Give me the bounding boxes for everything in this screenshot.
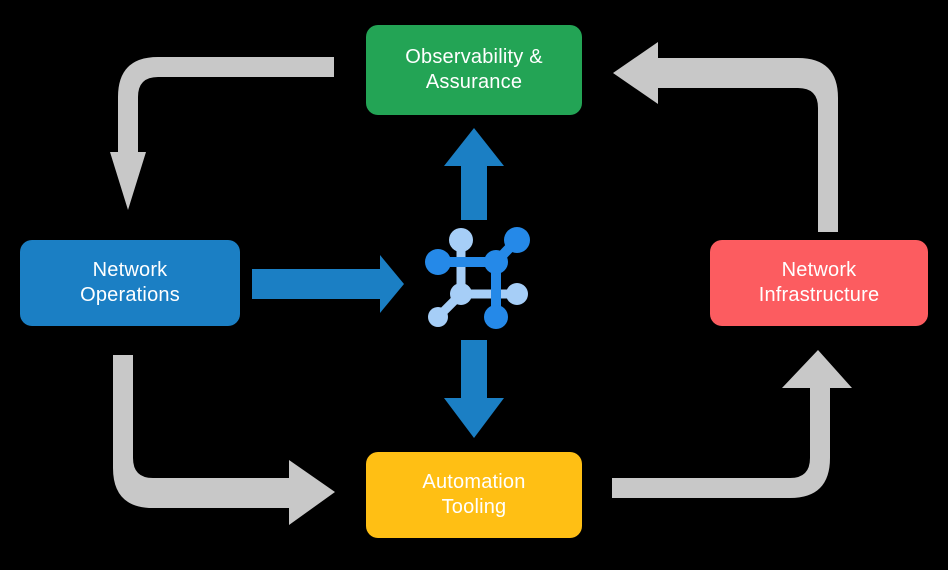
arrow-automation-tooling-to-network-infrastructure bbox=[612, 350, 852, 498]
node-network-infrastructure[interactable]: Network Infrastructure bbox=[710, 240, 928, 326]
arrow-center-to-observability bbox=[444, 128, 504, 220]
node-automation-tooling-label: Automation Tooling bbox=[422, 471, 526, 518]
network-topology-icon bbox=[425, 227, 530, 329]
node-automation-tooling[interactable]: Automation Tooling bbox=[366, 452, 582, 538]
node-observability-assurance-label: Observability & Assurance bbox=[405, 46, 543, 93]
node-network-operations[interactable]: Network Operations bbox=[20, 240, 240, 326]
node-observability-assurance[interactable]: Observability & Assurance bbox=[366, 25, 582, 115]
node-network-operations-label: Network Operations bbox=[80, 259, 180, 306]
arrow-network-operations-to-center bbox=[252, 255, 404, 313]
arrow-center-to-automation-tooling bbox=[444, 340, 504, 438]
node-network-infrastructure-label: Network Infrastructure bbox=[758, 259, 880, 306]
arrow-network-infrastructure-to-observability bbox=[613, 42, 838, 232]
arrow-network-operations-to-automation-tooling bbox=[113, 355, 335, 525]
arrow-observability-to-network-operations bbox=[110, 57, 334, 210]
topology-nodes bbox=[425, 227, 530, 329]
